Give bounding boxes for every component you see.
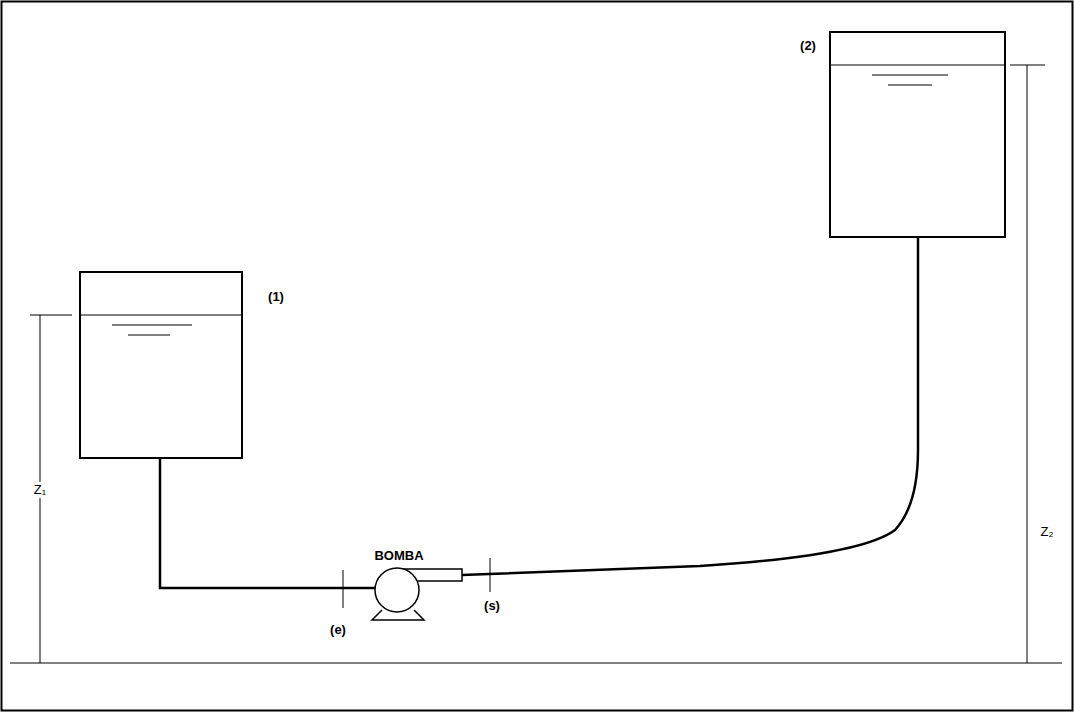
tank-label: (1) bbox=[266, 289, 286, 305]
dimension-label: Z₁ bbox=[32, 482, 48, 498]
section-mark-s bbox=[490, 558, 491, 592]
pump-symbol bbox=[372, 568, 462, 620]
discharge-pipe bbox=[462, 237, 918, 575]
tank-1 bbox=[80, 272, 242, 458]
dimension-z2 bbox=[1010, 65, 1045, 663]
dimension-z1 bbox=[30, 315, 72, 663]
suction-pipe bbox=[160, 458, 376, 588]
tank-2 bbox=[830, 32, 1005, 237]
pump-label: BOMBA bbox=[372, 548, 425, 564]
dimension-label: Z₂ bbox=[1039, 524, 1056, 540]
section-label: (e) bbox=[328, 622, 348, 638]
section-label: (s) bbox=[482, 598, 502, 614]
section-mark-e bbox=[343, 570, 344, 608]
ground-line bbox=[10, 663, 1062, 664]
tank-label: (2) bbox=[798, 38, 818, 54]
